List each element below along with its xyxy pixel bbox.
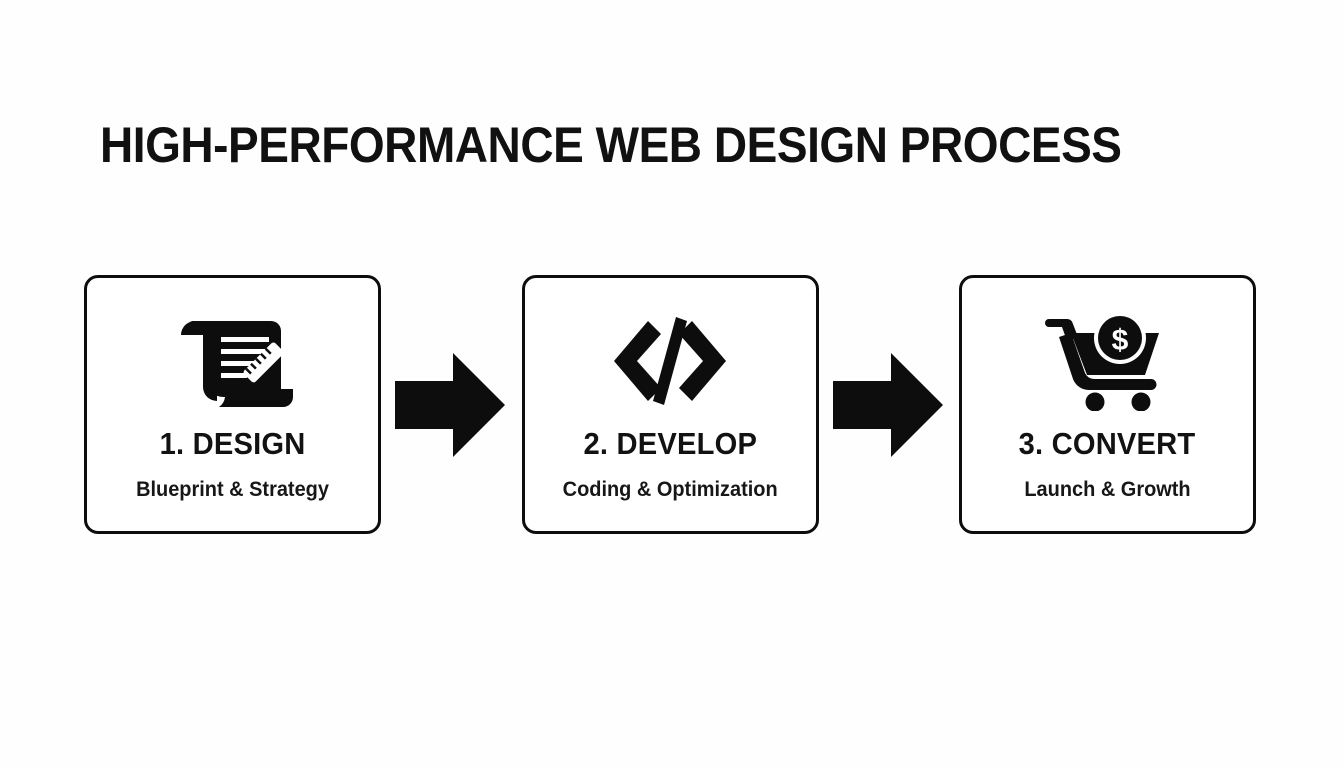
right-arrow-icon bbox=[395, 349, 507, 461]
step-card-design[interactable]: 1. DESIGN Blueprint & Strategy bbox=[84, 275, 381, 534]
step-card-develop[interactable]: 2. DEVELOP Coding & Optimization bbox=[521, 275, 819, 534]
step-subtitle: Coding & Optimization bbox=[562, 478, 778, 501]
svg-text:$: $ bbox=[1111, 324, 1128, 357]
step-subtitle: Blueprint & Strategy bbox=[136, 478, 329, 501]
right-arrow-icon bbox=[832, 349, 945, 461]
step-title: 2. DEVELOP bbox=[583, 426, 757, 461]
shopping-cart-dollar-icon: $ bbox=[1033, 302, 1183, 420]
step-title: 1. DESIGN bbox=[159, 426, 306, 461]
step-subtitle: Launch & Growth bbox=[1024, 478, 1191, 501]
code-brackets-icon bbox=[595, 302, 745, 420]
blueprint-scroll-icon bbox=[158, 302, 308, 420]
process-flow-row: 1. DESIGN Blueprint & Strategy 2. DEVELO… bbox=[84, 275, 1256, 534]
step-title: 3. CONVERT bbox=[1019, 426, 1196, 461]
step-card-convert[interactable]: $ 3. CONVERT Launch & Growth bbox=[959, 275, 1256, 534]
page-title: HIGH-PERFORMANCE WEB DESIGN PROCESS bbox=[100, 117, 1122, 173]
